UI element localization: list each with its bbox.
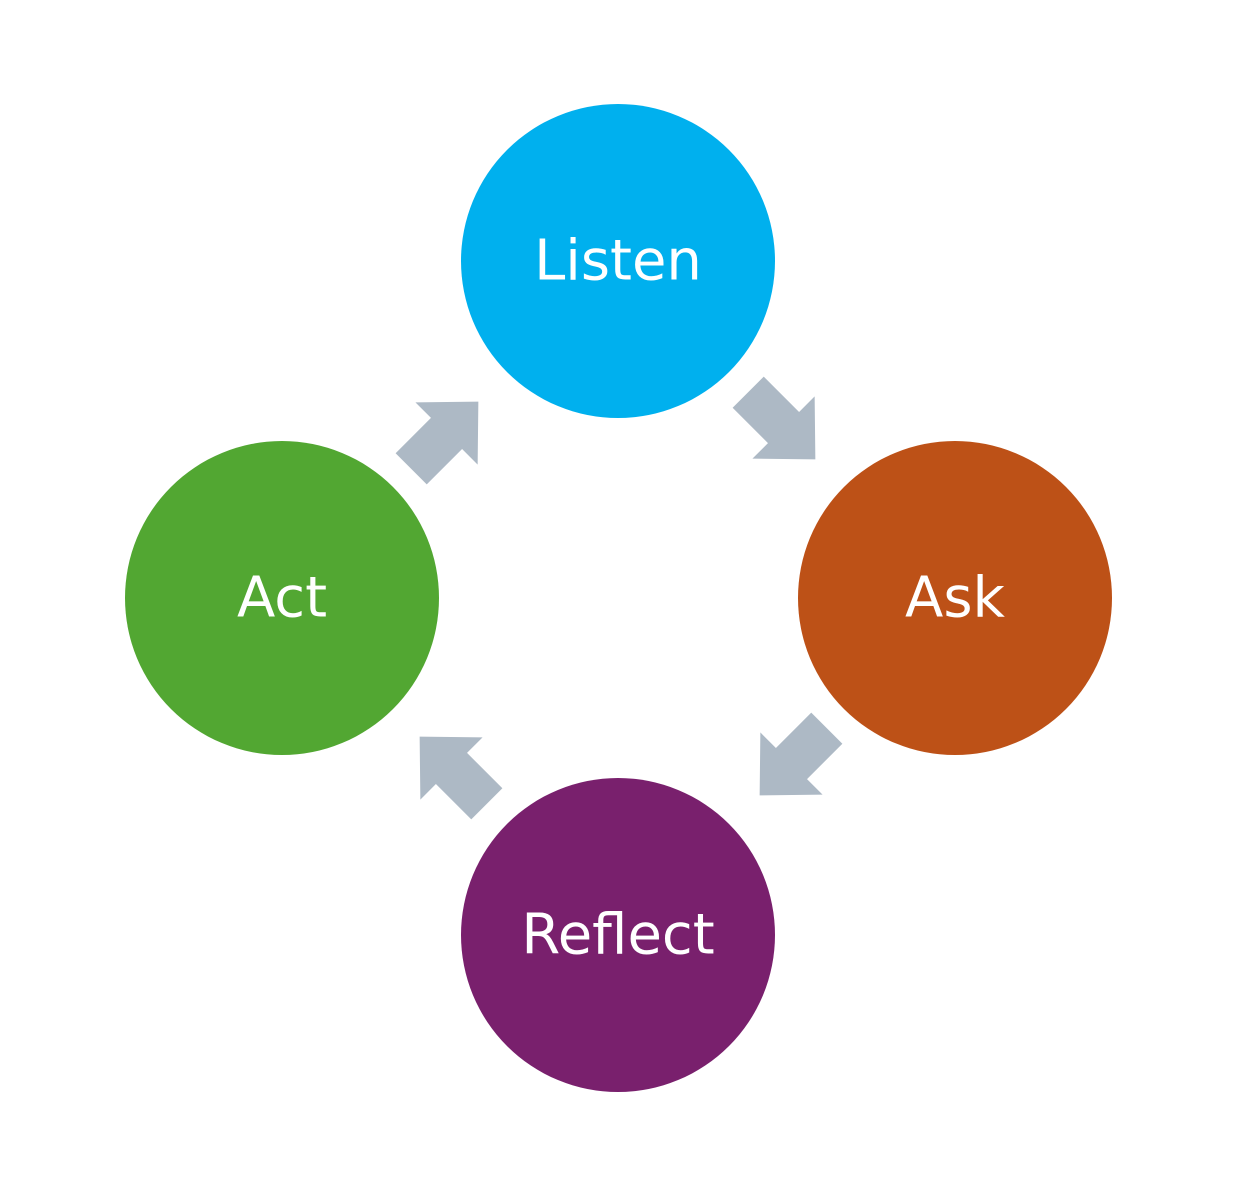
node-act: Act <box>125 441 439 755</box>
arrow-listen-to-ask-icon <box>732 376 816 460</box>
node-listen: Listen <box>461 104 775 418</box>
node-reflect-label: Reflect <box>521 903 714 968</box>
node-listen-circle <box>461 104 775 418</box>
node-listen-label: Listen <box>534 229 702 294</box>
node-ask: Ask <box>798 441 1112 755</box>
arrow-act-to-listen-icon <box>395 401 479 485</box>
node-reflect: Reflect <box>461 778 775 1092</box>
node-ask-label: Ask <box>905 566 1005 631</box>
node-act-circle <box>125 441 439 755</box>
node-ask-circle <box>798 441 1112 755</box>
arrow-ask-to-reflect-icon <box>759 712 843 796</box>
node-act-label: Act <box>237 566 327 631</box>
arrow-reflect-to-act-icon <box>419 736 503 820</box>
node-reflect-circle <box>461 778 775 1092</box>
